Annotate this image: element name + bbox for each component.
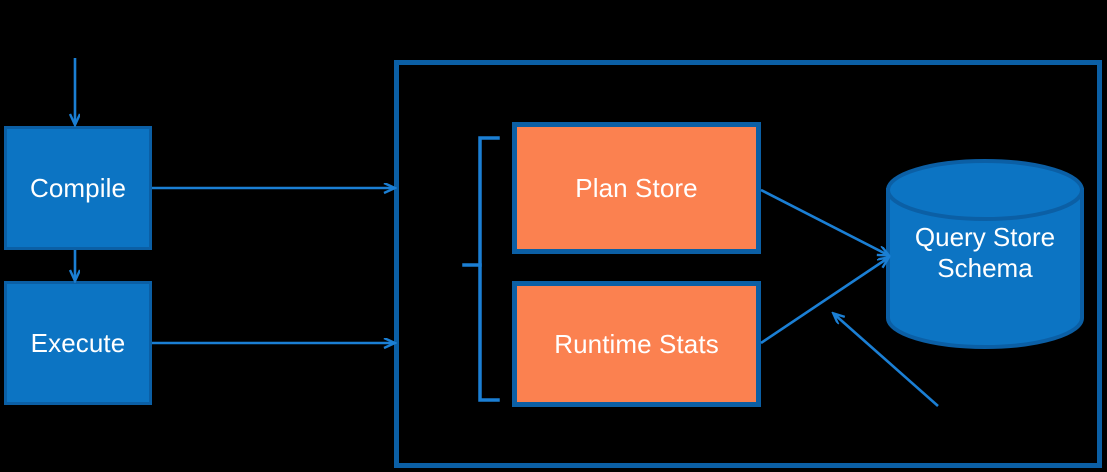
plan-store-box[interactable]: [512, 122, 761, 254]
compile-box[interactable]: [4, 126, 152, 250]
grouping-brace-icon: [462, 136, 500, 402]
query-store-schema-cylinder[interactable]: [886, 159, 1084, 349]
execute-box[interactable]: [4, 281, 152, 405]
runtime-stats-to-schema-arrow: [760, 258, 888, 345]
runtime-stats-box[interactable]: [512, 281, 761, 407]
external-to-schema-arrow: [834, 314, 939, 407]
plan-store-to-schema-arrow: [760, 188, 888, 255]
query-store-container: [394, 60, 1102, 468]
